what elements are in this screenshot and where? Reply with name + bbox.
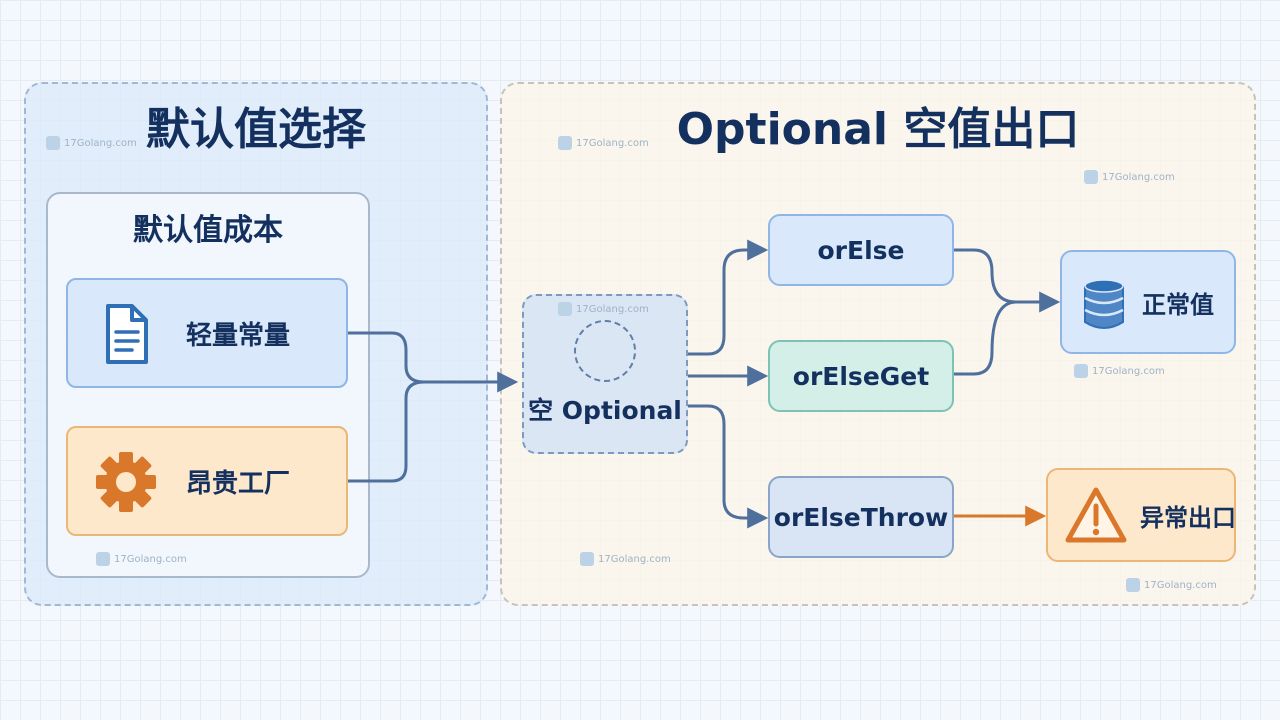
database-icon: [1084, 279, 1124, 329]
watermark: 17Golang.com: [1126, 578, 1217, 592]
left-panel-title: 默认值选择: [146, 104, 366, 155]
orelseget-to-normal-line: [954, 300, 1017, 376]
empty-to-orelse-arrow: [688, 239, 769, 356]
empty-to-orelsethrow-arrow: [688, 404, 769, 529]
watermark-logo-icon: [1126, 578, 1140, 592]
watermark: 17Golang.com: [96, 552, 187, 566]
watermark: 17Golang.com: [1074, 364, 1165, 378]
orelse-to-normal-line: [954, 248, 1017, 304]
expensive-factory-label: 昂贵工厂: [186, 468, 291, 499]
orelse-node: orElse: [768, 214, 954, 286]
watermark-logo-icon: [1084, 170, 1098, 184]
light-constant-card: 轻量常量: [66, 278, 348, 388]
expensive-factory-card: 昂贵工厂: [66, 426, 348, 536]
right-panel-title: Optional 空值出口: [676, 104, 1080, 155]
light-to-empty-arrow: [348, 331, 519, 393]
watermark-logo-icon: [580, 552, 594, 566]
empty-optional-label: 空 Optional: [528, 396, 682, 425]
watermark-logo-icon: [558, 302, 572, 316]
watermark: 17Golang.com: [558, 302, 649, 316]
document-icon: [106, 304, 148, 364]
normal-value-node: 正常值: [1060, 250, 1236, 354]
orelsethrow-node: orElseThrow: [768, 476, 954, 558]
default-cost-title: 默认值成本: [133, 213, 283, 248]
light-constant-label: 轻量常量: [186, 320, 291, 351]
dashed-circle-icon: [574, 320, 636, 382]
watermark-logo-icon: [558, 136, 572, 150]
watermark: 17Golang.com: [580, 552, 671, 566]
exception-exit-label: 异常出口: [1140, 503, 1236, 532]
watermark-logo-icon: [46, 136, 60, 150]
orelseget-node: orElseGet: [768, 340, 954, 412]
watermark: 17Golang.com: [46, 136, 137, 150]
exception-exit-node: 异常出口: [1046, 468, 1236, 562]
gear-icon: [96, 452, 156, 512]
normal-value-label: 正常值: [1142, 290, 1214, 319]
watermark: 17Golang.com: [558, 136, 649, 150]
watermark: 17Golang.com: [1084, 170, 1175, 184]
warning-icon: [1065, 487, 1127, 543]
expensive-to-empty-line: [348, 380, 425, 483]
watermark-logo-icon: [96, 552, 110, 566]
watermark-logo-icon: [1074, 364, 1088, 378]
